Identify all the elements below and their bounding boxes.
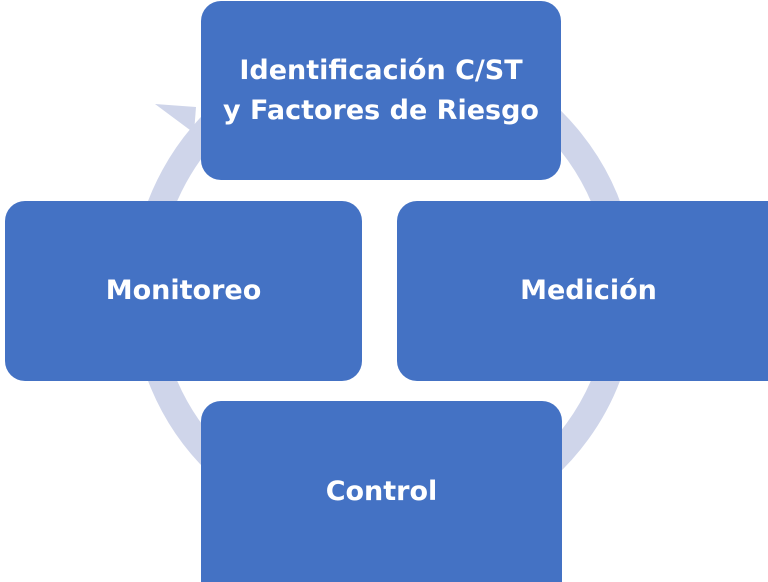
node-control: Control xyxy=(201,401,562,582)
node-monitoreo: Monitoreo xyxy=(5,201,362,381)
node-label: Monitoreo xyxy=(105,275,262,306)
node-medicion: Medición xyxy=(397,201,768,381)
cycle-arrowhead-icon xyxy=(155,104,196,133)
node-label: Medición xyxy=(520,275,657,306)
node-identificacion: Identificación C/ST y Factores de Riesgo xyxy=(201,1,561,180)
node-label: Control xyxy=(325,475,438,507)
node-label: Identificación C/ST y Factores de Riesgo xyxy=(223,54,539,126)
